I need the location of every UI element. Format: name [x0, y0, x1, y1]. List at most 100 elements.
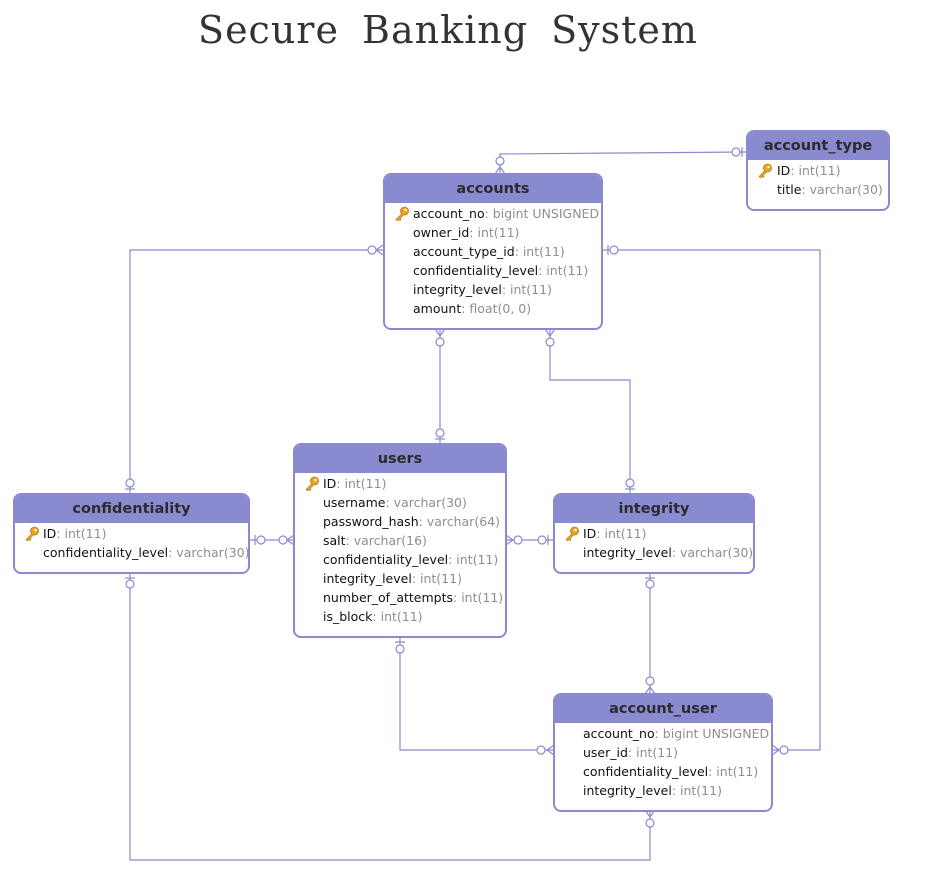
- field-name: username: [323, 495, 386, 510]
- field-type: : int(11): [596, 526, 647, 541]
- field-type: : int(11): [671, 783, 722, 798]
- field-row: password_hash: varchar(64): [295, 512, 505, 531]
- rel-integrity-account-user: [644, 573, 656, 695]
- field-type: : int(11): [514, 244, 565, 259]
- field-name: title: [777, 182, 802, 197]
- field-type: : int(11): [469, 225, 520, 240]
- field-type: : int(11): [56, 526, 107, 541]
- field-name: ID: [43, 526, 57, 541]
- field-row: ID: int(11): [555, 524, 753, 543]
- field-type: : bigint UNSIGNED: [654, 726, 770, 741]
- field-row: confidentiality_level: varchar(30): [15, 543, 248, 562]
- field-row: integrity_level: int(11): [295, 569, 505, 588]
- entity-header: account_type: [748, 132, 888, 160]
- entity-header: users: [295, 445, 505, 473]
- field-type: : varchar(30): [385, 495, 467, 510]
- rel-users-integrity: [505, 534, 554, 546]
- field-name: user_id: [583, 745, 628, 760]
- field-type: : varchar(30): [671, 545, 754, 560]
- field-name: ID: [777, 163, 791, 178]
- primary-key-icon: [305, 476, 319, 491]
- field-type: : bigint UNSIGNED: [484, 206, 600, 221]
- field-name: owner_id: [413, 225, 470, 240]
- entity-users[interactable]: users ID: int(11) username: varchar(30) …: [293, 443, 507, 638]
- entity-header: accounts: [385, 175, 601, 203]
- field-type: : int(11): [372, 609, 423, 624]
- field-name: integrity_level: [413, 282, 502, 297]
- field-row: account_no: bigint UNSIGNED: [555, 724, 771, 743]
- field-type: : int(11): [453, 590, 504, 605]
- rel-users-account-user: [395, 637, 555, 756]
- field-name: confidentiality_level: [583, 764, 709, 779]
- rel-accounts-confidentiality: [125, 244, 384, 494]
- field-name: ID: [323, 476, 337, 491]
- entity-integrity[interactable]: integrity ID: int(11) integrity_level: v…: [553, 493, 755, 574]
- field-row: username: varchar(30): [295, 493, 505, 512]
- field-type: : int(11): [627, 745, 679, 760]
- field-type: : float(0, 0): [461, 301, 532, 316]
- field-row: confidentiality_level: int(11): [385, 261, 601, 280]
- primary-key-icon: [395, 206, 409, 221]
- field-row: salt: varchar(16): [295, 531, 505, 550]
- entity-account-user[interactable]: account_user account_no: bigint UNSIGNED…: [553, 693, 773, 812]
- entity-account-type[interactable]: account_type ID: int(11) title: varchar(…: [746, 130, 890, 211]
- diagram-title: Secure Banking System: [198, 8, 698, 52]
- field-name: password_hash: [323, 514, 419, 529]
- field-row: title: varchar(30): [748, 180, 888, 199]
- field-type: : int(11): [538, 263, 589, 278]
- field-name: confidentiality_level: [43, 545, 169, 560]
- field-name: integrity_level: [323, 571, 412, 586]
- field-name: salt: [323, 533, 346, 548]
- entity-header: account_user: [555, 695, 771, 723]
- field-name: confidentiality_level: [323, 552, 449, 567]
- field-type: : varchar(30): [168, 545, 250, 560]
- field-row: confidentiality_level: int(11): [555, 762, 771, 781]
- field-name: integrity_level: [583, 783, 672, 798]
- field-type: : varchar(64): [418, 514, 500, 529]
- field-name: number_of_attempts: [323, 590, 454, 605]
- field-row: user_id: int(11): [555, 743, 771, 762]
- field-type: : varchar(16): [345, 533, 427, 548]
- field-name: ID: [583, 526, 597, 541]
- field-row: integrity_level: int(11): [555, 781, 771, 800]
- primary-key-icon: [758, 163, 772, 178]
- rel-users-confidentiality: [249, 534, 295, 546]
- primary-key-icon: [25, 526, 39, 541]
- field-name: account_type_id: [413, 244, 515, 259]
- field-row: ID: int(11): [15, 524, 248, 543]
- entity-header: integrity: [555, 495, 753, 523]
- field-type: : int(11): [448, 552, 499, 567]
- field-type: : int(11): [708, 764, 759, 779]
- field-name: amount: [413, 301, 462, 316]
- field-row: amount: float(0, 0): [385, 299, 601, 318]
- entity-accounts[interactable]: accounts account_no: bigint UNSIGNED own…: [383, 173, 603, 330]
- field-row: account_type_id: int(11): [385, 242, 601, 261]
- field-row: ID: int(11): [748, 161, 888, 180]
- field-name: account_no: [583, 726, 655, 741]
- field-row: is_block: int(11): [295, 607, 505, 626]
- field-name: is_block: [323, 609, 373, 624]
- field-type: : int(11): [790, 163, 841, 178]
- primary-key-icon: [565, 526, 579, 541]
- field-row: confidentiality_level: int(11): [295, 550, 505, 569]
- entity-confidentiality[interactable]: confidentiality ID: int(11) confidential…: [13, 493, 250, 574]
- field-row: account_no: bigint UNSIGNED: [385, 204, 601, 223]
- field-row: integrity_level: varchar(30): [555, 543, 753, 562]
- field-type: : int(11): [501, 282, 552, 297]
- rel-accounts-integrity: [544, 328, 635, 494]
- field-row: number_of_attempts: int(11): [295, 588, 505, 607]
- field-name: integrity_level: [583, 545, 672, 560]
- field-type: : varchar(30): [801, 182, 883, 197]
- field-type: : int(11): [336, 476, 387, 491]
- rel-accounts-account-user: [602, 245, 821, 756]
- entity-header: confidentiality: [15, 495, 248, 523]
- field-type: : int(11): [411, 571, 462, 586]
- rel-account-type-accounts: [494, 147, 747, 175]
- field-name: confidentiality_level: [413, 263, 539, 278]
- field-name: account_no: [413, 206, 485, 221]
- rel-accounts-users: [434, 328, 446, 444]
- field-row: integrity_level: int(11): [385, 280, 601, 299]
- field-row: owner_id: int(11): [385, 223, 601, 242]
- field-row: ID: int(11): [295, 474, 505, 493]
